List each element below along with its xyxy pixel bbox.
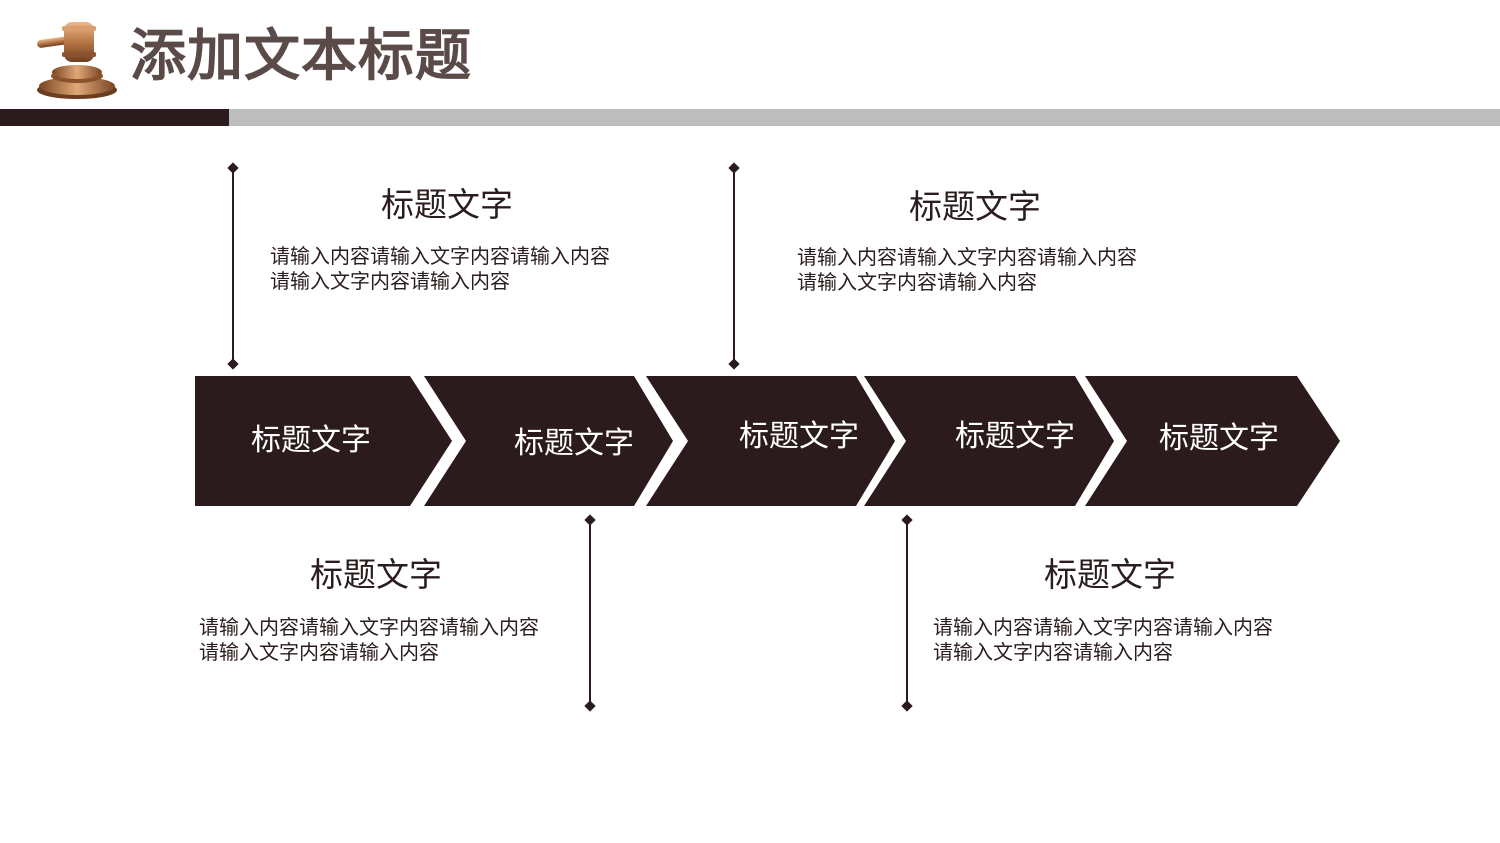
callout-title-3: 标题文字 [310,555,442,594]
callout-body-2-line-2: 请输入文字内容请输入内容 [797,270,1037,294]
connector-line-3 [584,514,596,712]
callout-title-4: 标题文字 [1044,555,1176,594]
callout-body-3-line-2: 请输入文字内容请输入内容 [199,640,439,664]
chevron-label-3: 标题文字 [739,419,859,454]
chevron-step-2 [424,376,673,506]
chevron-step-3 [646,376,895,506]
chevron-label-5: 标题文字 [1159,421,1279,456]
connector-line-2 [728,162,740,370]
chevron-step-1 [195,376,452,506]
chevron-label-1: 标题文字 [251,423,371,458]
callout-body-1-line-1: 请输入内容请输入文字内容请输入内容 [270,244,610,268]
connector-line-4 [901,514,913,712]
callout-body-4-line-1: 请输入内容请输入文字内容请输入内容 [933,615,1273,639]
title-bar-light [229,109,1500,126]
chevron-step-5 [1085,376,1340,506]
callout-body-1-line-2: 请输入文字内容请输入内容 [270,269,510,293]
callout-body-3: 请输入内容请输入文字内容请输入内容 请输入文字内容请输入内容 [199,615,579,665]
title-bar-dark [0,109,229,126]
chevron-label-2: 标题文字 [514,426,634,461]
callout-body-4-line-2: 请输入文字内容请输入内容 [933,640,1173,664]
callout-body-2-line-1: 请输入内容请输入文字内容请输入内容 [797,245,1137,269]
chevron-step-4 [864,376,1114,506]
page-title: 添加文本标题 [130,24,472,89]
callout-body-4: 请输入内容请输入文字内容请输入内容 请输入文字内容请输入内容 [933,615,1313,665]
chevron-label-4: 标题文字 [955,419,1075,454]
callout-title-2: 标题文字 [909,187,1041,226]
gavel-icon [37,22,117,99]
callout-body-1: 请输入内容请输入文字内容请输入内容 请输入文字内容请输入内容 [270,244,650,294]
callout-title-1: 标题文字 [381,185,513,224]
callout-body-2: 请输入内容请输入文字内容请输入内容 请输入文字内容请输入内容 [797,245,1177,295]
connector-line-1 [227,162,239,370]
callout-body-3-line-1: 请输入内容请输入文字内容请输入内容 [199,615,539,639]
